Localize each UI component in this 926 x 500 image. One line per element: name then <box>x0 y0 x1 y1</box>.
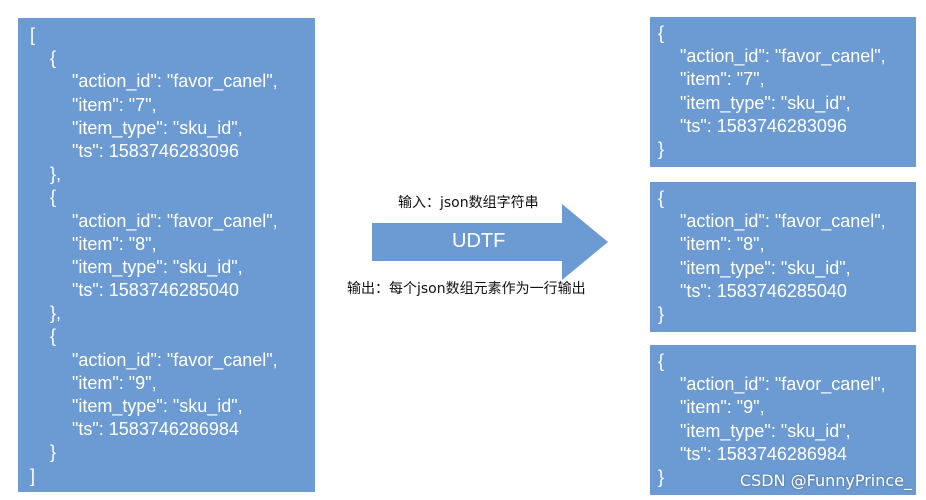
watermark: CSDN @FunnyPrince_ <box>739 471 912 490</box>
output-row-1-item: "item": "7", <box>680 69 765 90</box>
object-1-item: "item": "7", <box>72 94 157 115</box>
output-row-2-panel: { "action_id": "favor_canel", "item": "8… <box>650 182 916 332</box>
object-3-item-type: "item_type": "sku_id", <box>72 396 243 416</box>
output-row-3-ts: "ts": 1583746286984 <box>680 443 847 464</box>
object-3-close: } <box>50 442 57 463</box>
output-row-1-panel: { "action_id": "favor_canel", "item": "7… <box>650 17 916 167</box>
output-row-3-close: } <box>658 466 665 487</box>
object-3-ts: "ts": 1583746286984 <box>72 419 239 440</box>
output-row-1-action-id: "action_id": "favor_canel", <box>680 46 886 67</box>
output-row-3-panel: { "action_id": "favor_canel", "item": "9… <box>650 345 916 495</box>
object-2-open: { <box>50 187 57 208</box>
output-row-2-item-type: "item_type": "sku_id", <box>680 257 851 278</box>
output-row-1-open: { <box>658 23 665 43</box>
array-close-bracket: ] <box>30 465 36 486</box>
output-row-2-item: "item": "8", <box>680 234 765 255</box>
object-1-open: { <box>50 48 57 69</box>
udtf-label: UDTF <box>452 230 506 252</box>
arrow-shape <box>372 204 608 280</box>
object-1-action-id: "action_id": "favor_canel", <box>72 71 278 92</box>
object-2-item-type: "item_type": "sku_id", <box>72 256 243 277</box>
object-3-action-id: "action_id": "favor_canel", <box>72 349 278 370</box>
output-caption: 输出：每个json数组元素作为一行输出 <box>347 281 586 297</box>
object-3-open: { <box>50 326 57 347</box>
input-caption: 输入：json数组字符串 <box>398 195 539 211</box>
output-row-1-close: } <box>658 138 665 159</box>
output-row-3-item: "item": "9", <box>680 397 765 418</box>
object-2-item: "item": "8", <box>72 233 157 254</box>
object-1-ts: "ts": 1583746283096 <box>72 140 239 161</box>
output-row-3-action-id: "action_id": "favor_canel", <box>680 374 886 395</box>
object-2-ts: "ts": 1583746285040 <box>72 280 239 301</box>
object-1-item-type: "item_type": "sku_id", <box>72 117 243 138</box>
output-row-2-action-id: "action_id": "favor_canel", <box>680 211 886 232</box>
output-row-3-item-type: "item_type": "sku_id", <box>680 420 851 441</box>
object-3-item: "item": "9", <box>72 372 157 393</box>
output-row-2-ts: "ts": 1583746285040 <box>680 280 847 301</box>
output-row-1-item-type: "item_type": "sku_id", <box>680 92 851 113</box>
output-row-2-open: { <box>658 188 665 208</box>
output-row-3-open: { <box>658 351 665 371</box>
array-open-bracket: [ <box>30 25 36 45</box>
object-2-action-id: "action_id": "favor_canel", <box>72 210 278 231</box>
object-2-close: }, <box>50 303 62 324</box>
object-1-close: }, <box>50 164 62 185</box>
output-row-2-close: } <box>658 303 665 324</box>
udtf-arrow <box>372 204 608 280</box>
input-json-array-panel: [ { "action_id": "favor_canel", "item": … <box>18 18 315 492</box>
output-row-1-ts: "ts": 1583746283096 <box>680 115 847 136</box>
